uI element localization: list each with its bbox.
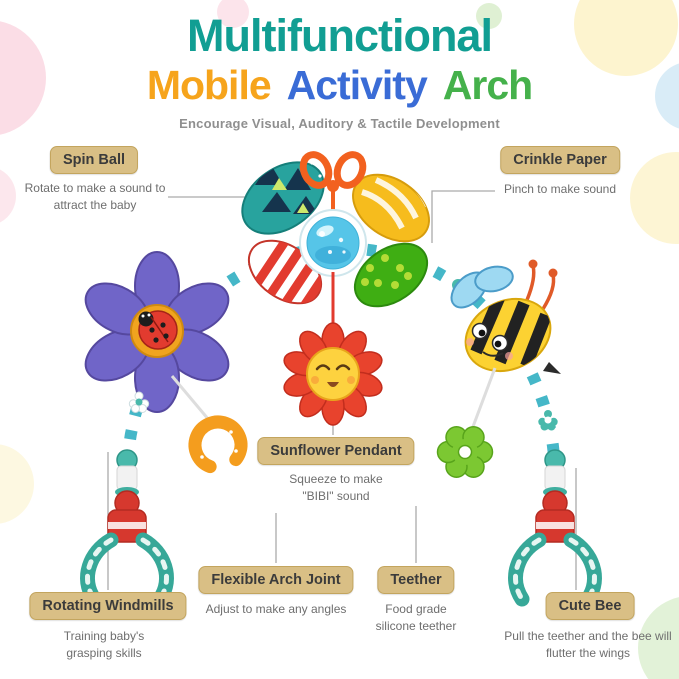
page-subtitle-words: Mobile Activity Arch bbox=[0, 62, 679, 108]
page-title: Multifunctional bbox=[187, 10, 493, 61]
callout-cute-bee: Cute Bee bbox=[545, 592, 635, 620]
callout-rotating-windmills: Rotating Windmills bbox=[29, 592, 187, 620]
spin-ball bbox=[299, 209, 367, 277]
desc-sunflower-pendant: Squeeze to make "BIBI" sound bbox=[289, 472, 383, 503]
callout-teether: Teether bbox=[377, 566, 455, 594]
sunflower-pendant bbox=[283, 272, 383, 426]
callout-spin-ball: Spin Ball bbox=[49, 146, 139, 174]
cute-bee bbox=[450, 259, 561, 374]
title-block: Multifunctional Mobile Activity Arch Encou… bbox=[0, 10, 679, 131]
desc-teether: Food grade silicone teether bbox=[375, 602, 457, 633]
ladybug bbox=[138, 310, 178, 350]
callout-sunflower-pendant: Sunflower Pendant bbox=[257, 437, 415, 465]
title-word-activity: Activity bbox=[286, 62, 428, 108]
accent-flowers bbox=[128, 391, 558, 431]
desc-rotating-windmills: Training baby's grasping skills bbox=[63, 629, 145, 660]
tagline: Encourage Visual, Auditory & Tactile Dev… bbox=[179, 116, 500, 132]
top-ornament bbox=[299, 151, 367, 210]
desc-flexible-arch-joint: Adjust to make any angles bbox=[205, 602, 347, 616]
desc-spin-ball: Rotate to make a sound to attract the ba… bbox=[24, 181, 166, 212]
green-teether bbox=[436, 367, 497, 478]
right-clamp bbox=[508, 449, 602, 607]
orange-ring bbox=[170, 375, 248, 475]
purple-windmill bbox=[84, 251, 230, 413]
title-word-mobile: Mobile bbox=[146, 62, 272, 108]
connector-crinkle-paper bbox=[431, 190, 495, 243]
left-clamp bbox=[80, 449, 174, 607]
callout-flexible-arch-joint: Flexible Arch Joint bbox=[198, 566, 354, 594]
callout-crinkle-paper: Crinkle Paper bbox=[500, 146, 620, 174]
title-word-arch: Arch bbox=[442, 62, 533, 108]
desc-cute-bee: Pull the teether and the bee will flutte… bbox=[504, 629, 672, 660]
desc-crinkle-paper: Pinch to make sound bbox=[503, 182, 617, 196]
